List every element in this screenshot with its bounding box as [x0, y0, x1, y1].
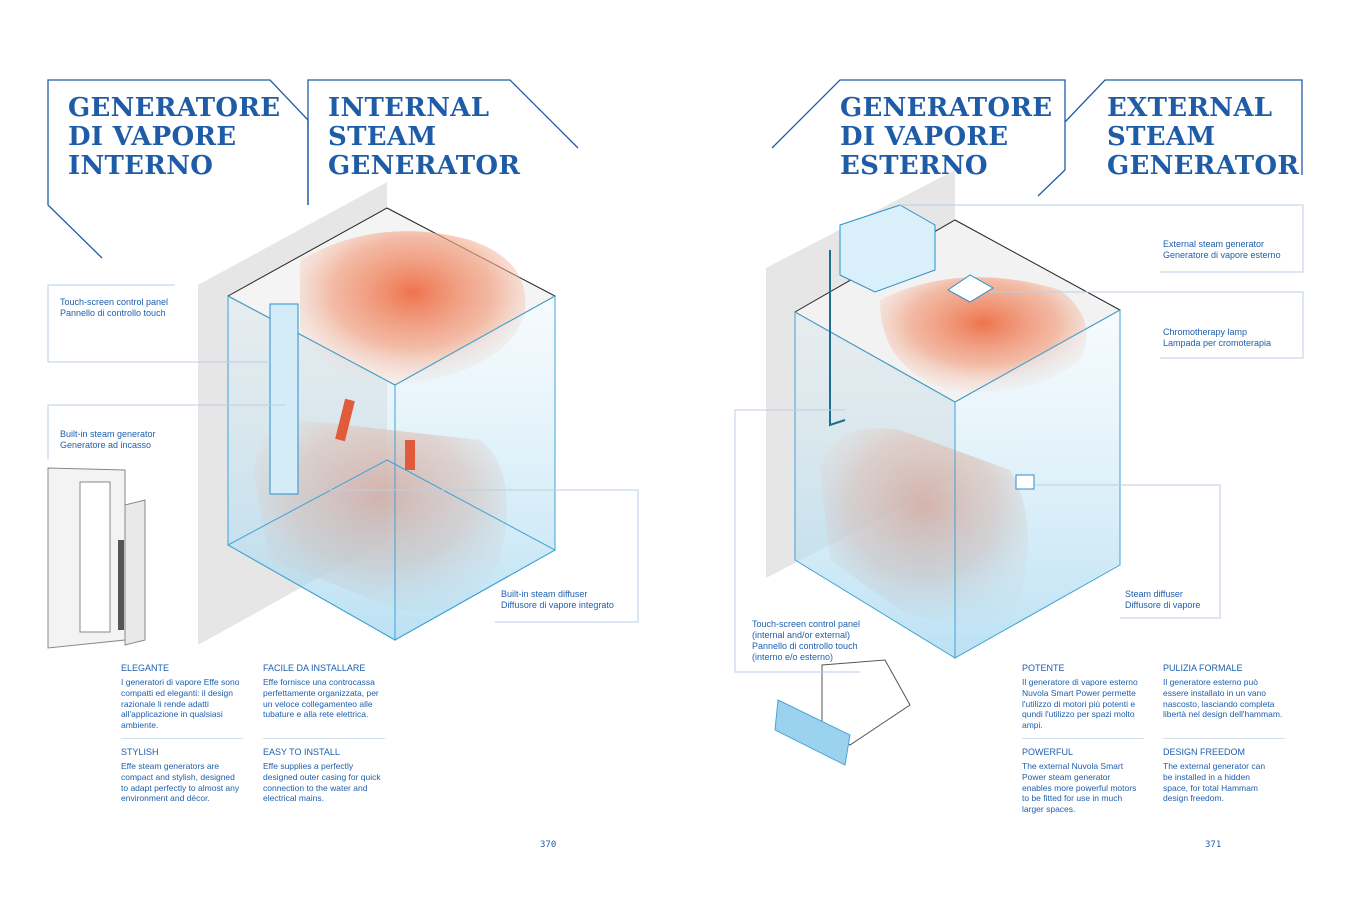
divider: [121, 738, 243, 739]
section-pulizia: PULIZIA FORMALE Il generatore esterno pu…: [1163, 663, 1285, 720]
page-number-right: 371: [1205, 840, 1222, 850]
divider: [1022, 738, 1144, 739]
title-line: DI VAPORE: [840, 122, 1009, 152]
cabin-external: [793, 204, 1122, 659]
callout-lines: [47, 204, 1304, 673]
section-stylish: STYLISH Effe steam generators are compac…: [121, 747, 243, 804]
section-heading: STYLISH: [121, 747, 159, 757]
callout-line: Generatore di vapore esterno: [1163, 250, 1281, 260]
section-heading: ELEGANTE: [121, 663, 170, 673]
section-text: Effe fornisce una controcassa perfettame…: [263, 677, 379, 720]
title-line: GENERATORE: [68, 93, 281, 123]
callout-line: Diffusore di vapore: [1125, 600, 1201, 610]
title-line: GENERATORE: [840, 93, 1053, 123]
callout-line: (internal and/or external): [752, 630, 851, 640]
title-frame-right: [771, 79, 1303, 197]
callout-line: (interno e/o esterno): [752, 652, 834, 662]
title-line: STEAM: [1107, 122, 1216, 152]
section-heading: EASY TO INSTALL: [263, 747, 340, 757]
page-number-left: 370: [540, 840, 557, 850]
section-text: I generatori di vapore Effe sono compatt…: [121, 677, 240, 731]
callout-touch-panel: Touch-screen control panel Pannello di c…: [60, 297, 168, 319]
title-line: INTERNO: [68, 151, 214, 181]
title-line: INTERNAL: [328, 93, 490, 123]
callout-chromotherapy: Chromotherapy lamp Lampada per cromotera…: [1163, 327, 1271, 349]
section-text: The external Nuvola Smart Power steam ge…: [1022, 761, 1137, 815]
callout-line: Touch-screen control panel: [752, 619, 861, 629]
section-heading: PULIZIA FORMALE: [1163, 663, 1243, 673]
callout-steam-diffuser-ext: Steam diffuser Diffusore di vapore: [1125, 589, 1200, 611]
section-text: The external generator can be installed …: [1163, 761, 1266, 804]
title-line: STEAM: [328, 122, 437, 152]
section-text: Effe steam generators are compact and st…: [121, 761, 240, 804]
callout-line: Generatore ad incasso: [60, 440, 152, 450]
section-heading: DESIGN FREEDOM: [1163, 747, 1246, 757]
section-text: Effe supplies a perfectly designed outer…: [263, 761, 381, 804]
callout-built-in-generator: Built-in steam generator Generatore ad i…: [60, 429, 156, 451]
callout-touch-panel-ext: Touch-screen control panel (internal and…: [752, 619, 860, 663]
section-text: Il generatore di vapore esterno Nuvola S…: [1022, 677, 1138, 731]
title-frame-left: [47, 79, 579, 259]
callout-line: Steam diffuser: [1125, 589, 1183, 599]
section-heading: POWERFUL: [1022, 747, 1074, 757]
divider: [263, 738, 385, 739]
callout-line: Chromotherapy lamp: [1163, 327, 1248, 337]
section-potente: POTENTE Il generatore di vapore esterno …: [1022, 663, 1144, 731]
section-elegante: ELEGANTE I generatori di vapore Effe son…: [121, 663, 241, 731]
cabin-internal: [226, 207, 557, 641]
title-line: GENERATOR: [328, 151, 521, 181]
callout-line: Pannello di controllo touch: [60, 308, 166, 318]
callout-external-generator: External steam generator Generatore di v…: [1163, 239, 1281, 261]
control-panel-illustration: [774, 659, 911, 766]
section-text: Il generatore esterno può essere install…: [1163, 677, 1283, 720]
built-in-generator-illustration: [47, 467, 146, 649]
divider: [1163, 738, 1285, 739]
title-english-internal: INTERNAL STEAM GENERATOR: [328, 94, 520, 181]
section-design-freedom: DESIGN FREEDOM The external generator ca…: [1163, 747, 1275, 804]
callout-line: Touch-screen control panel: [60, 297, 169, 307]
section-heading: FACILE DA INSTALLARE: [263, 663, 366, 673]
callout-line: Built-in steam diffuser: [501, 589, 588, 599]
title-english-external: EXTERNAL STEAM GENERATOR: [1107, 94, 1299, 181]
section-powerful: POWERFUL The external Nuvola Smart Power…: [1022, 747, 1140, 815]
section-easy-install: EASY TO INSTALL Effe supplies a perfectl…: [263, 747, 381, 804]
title-line: GENERATOR: [1107, 151, 1300, 181]
callout-steam-diffuser: Built-in steam diffuser Diffusore di vap…: [501, 589, 614, 611]
callout-line: Pannello di controllo touch: [752, 641, 858, 651]
callout-line: Diffusore di vapore integrato: [501, 600, 614, 610]
section-heading: POTENTE: [1022, 663, 1065, 673]
title-line: ESTERNO: [840, 151, 988, 181]
title-line: DI VAPORE: [68, 122, 237, 152]
title-line: EXTERNAL: [1107, 93, 1273, 123]
callout-line: Lampada per cromoterapia: [1163, 338, 1272, 348]
title-italian-internal: GENERATORE DI VAPORE INTERNO: [68, 94, 280, 181]
section-facile: FACILE DA INSTALLARE Effe fornisce una c…: [263, 663, 385, 720]
title-italian-external: GENERATORE DI VAPORE ESTERNO: [840, 94, 1052, 181]
callout-line: External steam generator: [1163, 239, 1265, 249]
callout-line: Built-in steam generator: [60, 429, 156, 439]
